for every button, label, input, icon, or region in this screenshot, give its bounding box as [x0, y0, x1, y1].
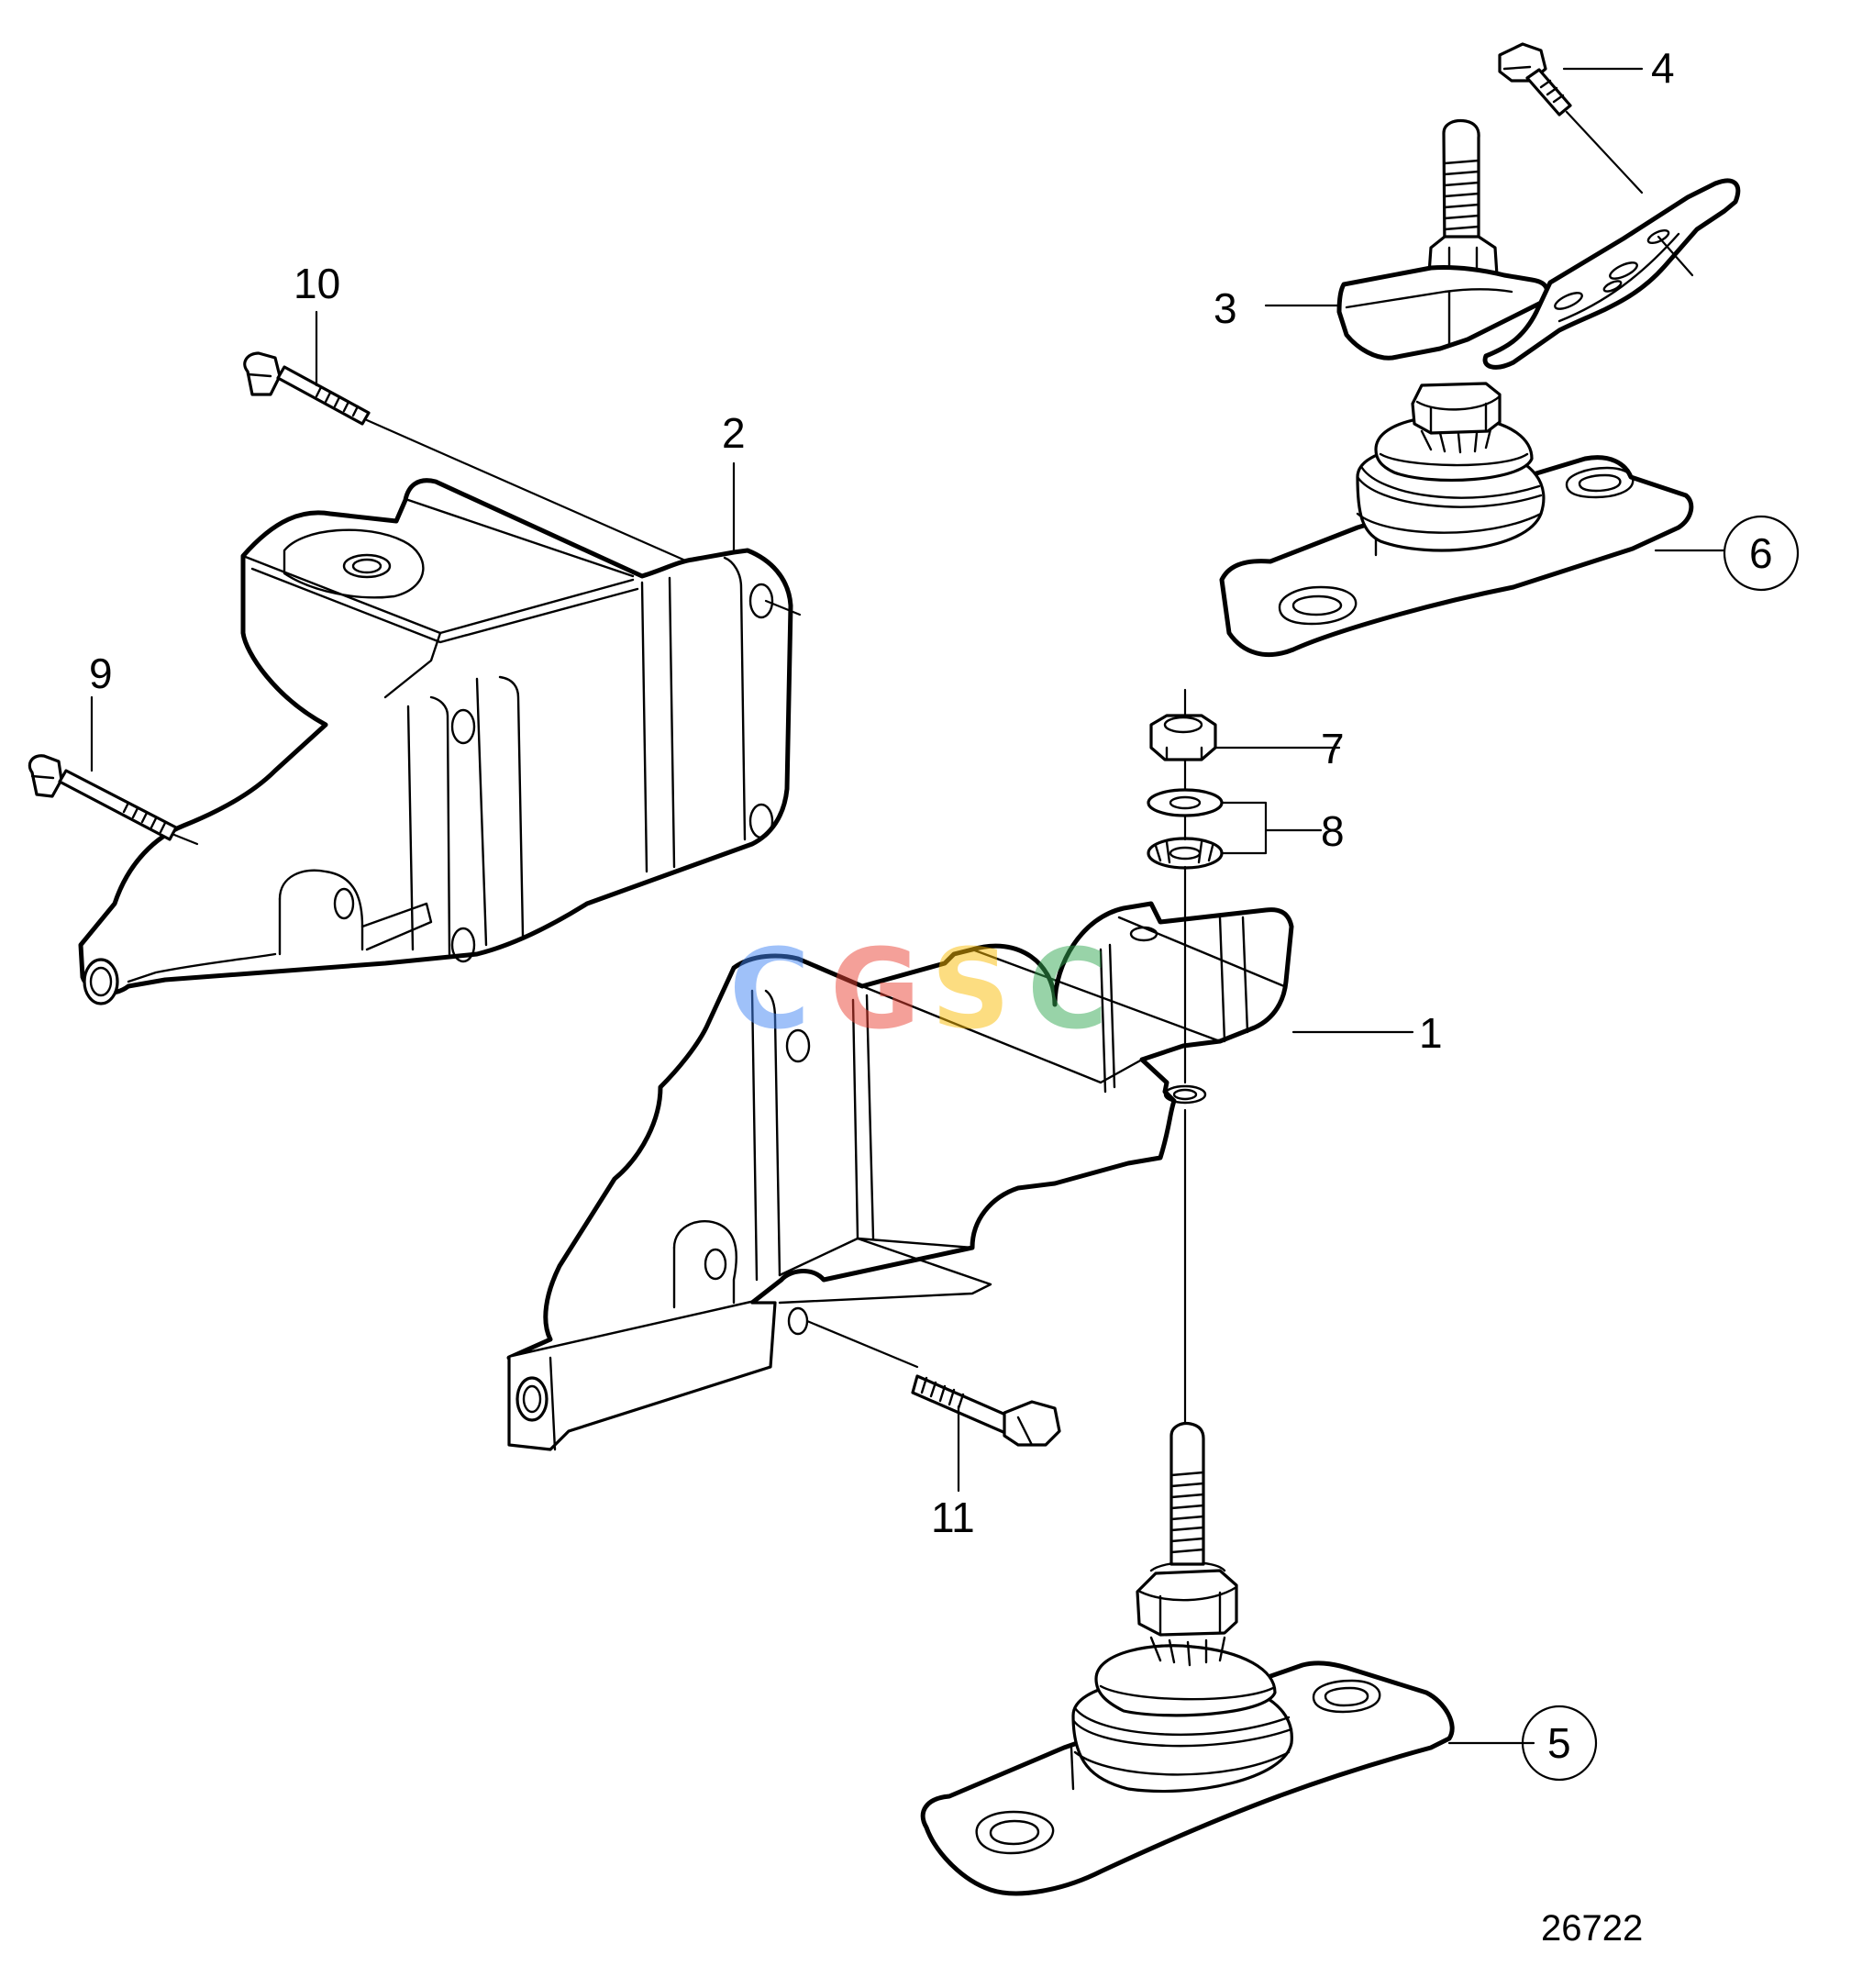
- callout-2: 2: [722, 409, 746, 457]
- callout-6: 6: [1749, 529, 1773, 577]
- callout-4: 4: [1651, 44, 1675, 92]
- engine-mount-part-6: [1219, 118, 1694, 658]
- bolt-part-11: [911, 1374, 1061, 1447]
- watermark-letter-1: C: [729, 927, 810, 1054]
- callout-10: 10: [294, 260, 340, 307]
- callout-9: 9: [89, 650, 113, 697]
- bolt-part-9: [28, 754, 199, 846]
- screw-part-4: [1498, 42, 1644, 194]
- callout-labels: 1 2 3 4 5 6 7 8 9 10 11: [89, 44, 1800, 1782]
- watermark-letter-4: C: [1027, 927, 1108, 1054]
- callout-7: 7: [1321, 725, 1345, 772]
- bracket-part-2: [78, 478, 802, 1005]
- bracket-arm-part-4-mount: [1482, 178, 1741, 370]
- callout-3: 3: [1214, 284, 1237, 332]
- bracket-part-1: [506, 901, 1294, 1451]
- watermark-letter-2: G: [830, 927, 921, 1054]
- callout-5: 5: [1547, 1719, 1571, 1767]
- drawing-number: 26722: [1541, 1908, 1643, 1949]
- callout-8: 8: [1321, 807, 1345, 855]
- callout-leaders: [90, 67, 1726, 1745]
- callout-1: 1: [1419, 1009, 1443, 1057]
- bolt-part-10: [243, 351, 685, 561]
- nut-part-7: [1149, 714, 1217, 761]
- engine-mount-part-5: [920, 1421, 1455, 1896]
- watermark-logo: C G S C: [729, 927, 1108, 1054]
- watermark-letter-3: S: [931, 927, 1010, 1054]
- callout-6-circle: [1723, 515, 1800, 592]
- callout-5-circle: [1521, 1705, 1598, 1782]
- callout-11: 11: [931, 1494, 975, 1541]
